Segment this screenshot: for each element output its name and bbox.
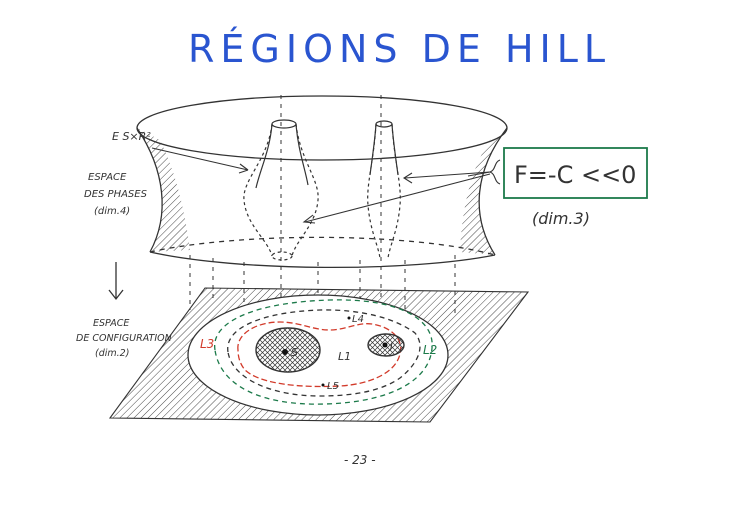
point-j: [382, 342, 388, 348]
green-contour-outer: [214, 299, 433, 405]
label-l1: L1: [338, 350, 351, 363]
energy-box-text: F=-C <<0: [514, 161, 636, 189]
phase-space-line-3: (dim.4): [94, 206, 130, 217]
points: S J L4 L5 L1 L2 L3: [200, 314, 437, 392]
point-l4: [347, 316, 351, 320]
s-r2-arrow-head: [238, 163, 249, 174]
energy-box: F=-C <<0: [503, 147, 648, 199]
label-s: S: [291, 346, 298, 359]
phase-space-label: ESPACE DES PHASES (dim.4): [84, 172, 150, 217]
config-space-line-2: DE CONFIGURATION: [76, 333, 172, 344]
config-space-line-1: ESPACE: [93, 318, 129, 329]
label-j: J: [388, 341, 393, 352]
box-dim-label: (dim.3): [532, 209, 590, 228]
s-r2-label: E S×R²: [112, 130, 151, 143]
label-l5: L5: [327, 381, 339, 392]
phase-space-line-1: ESPACE: [88, 172, 127, 183]
black-contour: [227, 309, 421, 397]
label-l2: L2: [423, 343, 437, 357]
phase-space-spindles: [243, 119, 401, 261]
label-l3: L3: [200, 337, 214, 351]
page-number: - 23 -: [344, 453, 376, 467]
config-space-line-3: (dim.2): [95, 348, 129, 359]
label-l4: L4: [352, 314, 364, 325]
point-l5: [321, 383, 325, 387]
s-r2-arrow: [151, 147, 249, 171]
box-arrows: [302, 159, 501, 224]
phase-space-solid: [136, 95, 508, 300]
point-s: [282, 349, 288, 355]
phase-space-line-2: DES PHASES: [84, 189, 148, 200]
page-title: RÉGIONS DE HILL: [188, 27, 611, 71]
config-space-label: ESPACE DE CONFIGURATION (dim.2): [76, 318, 175, 359]
down-arrow-icon: [108, 262, 124, 301]
